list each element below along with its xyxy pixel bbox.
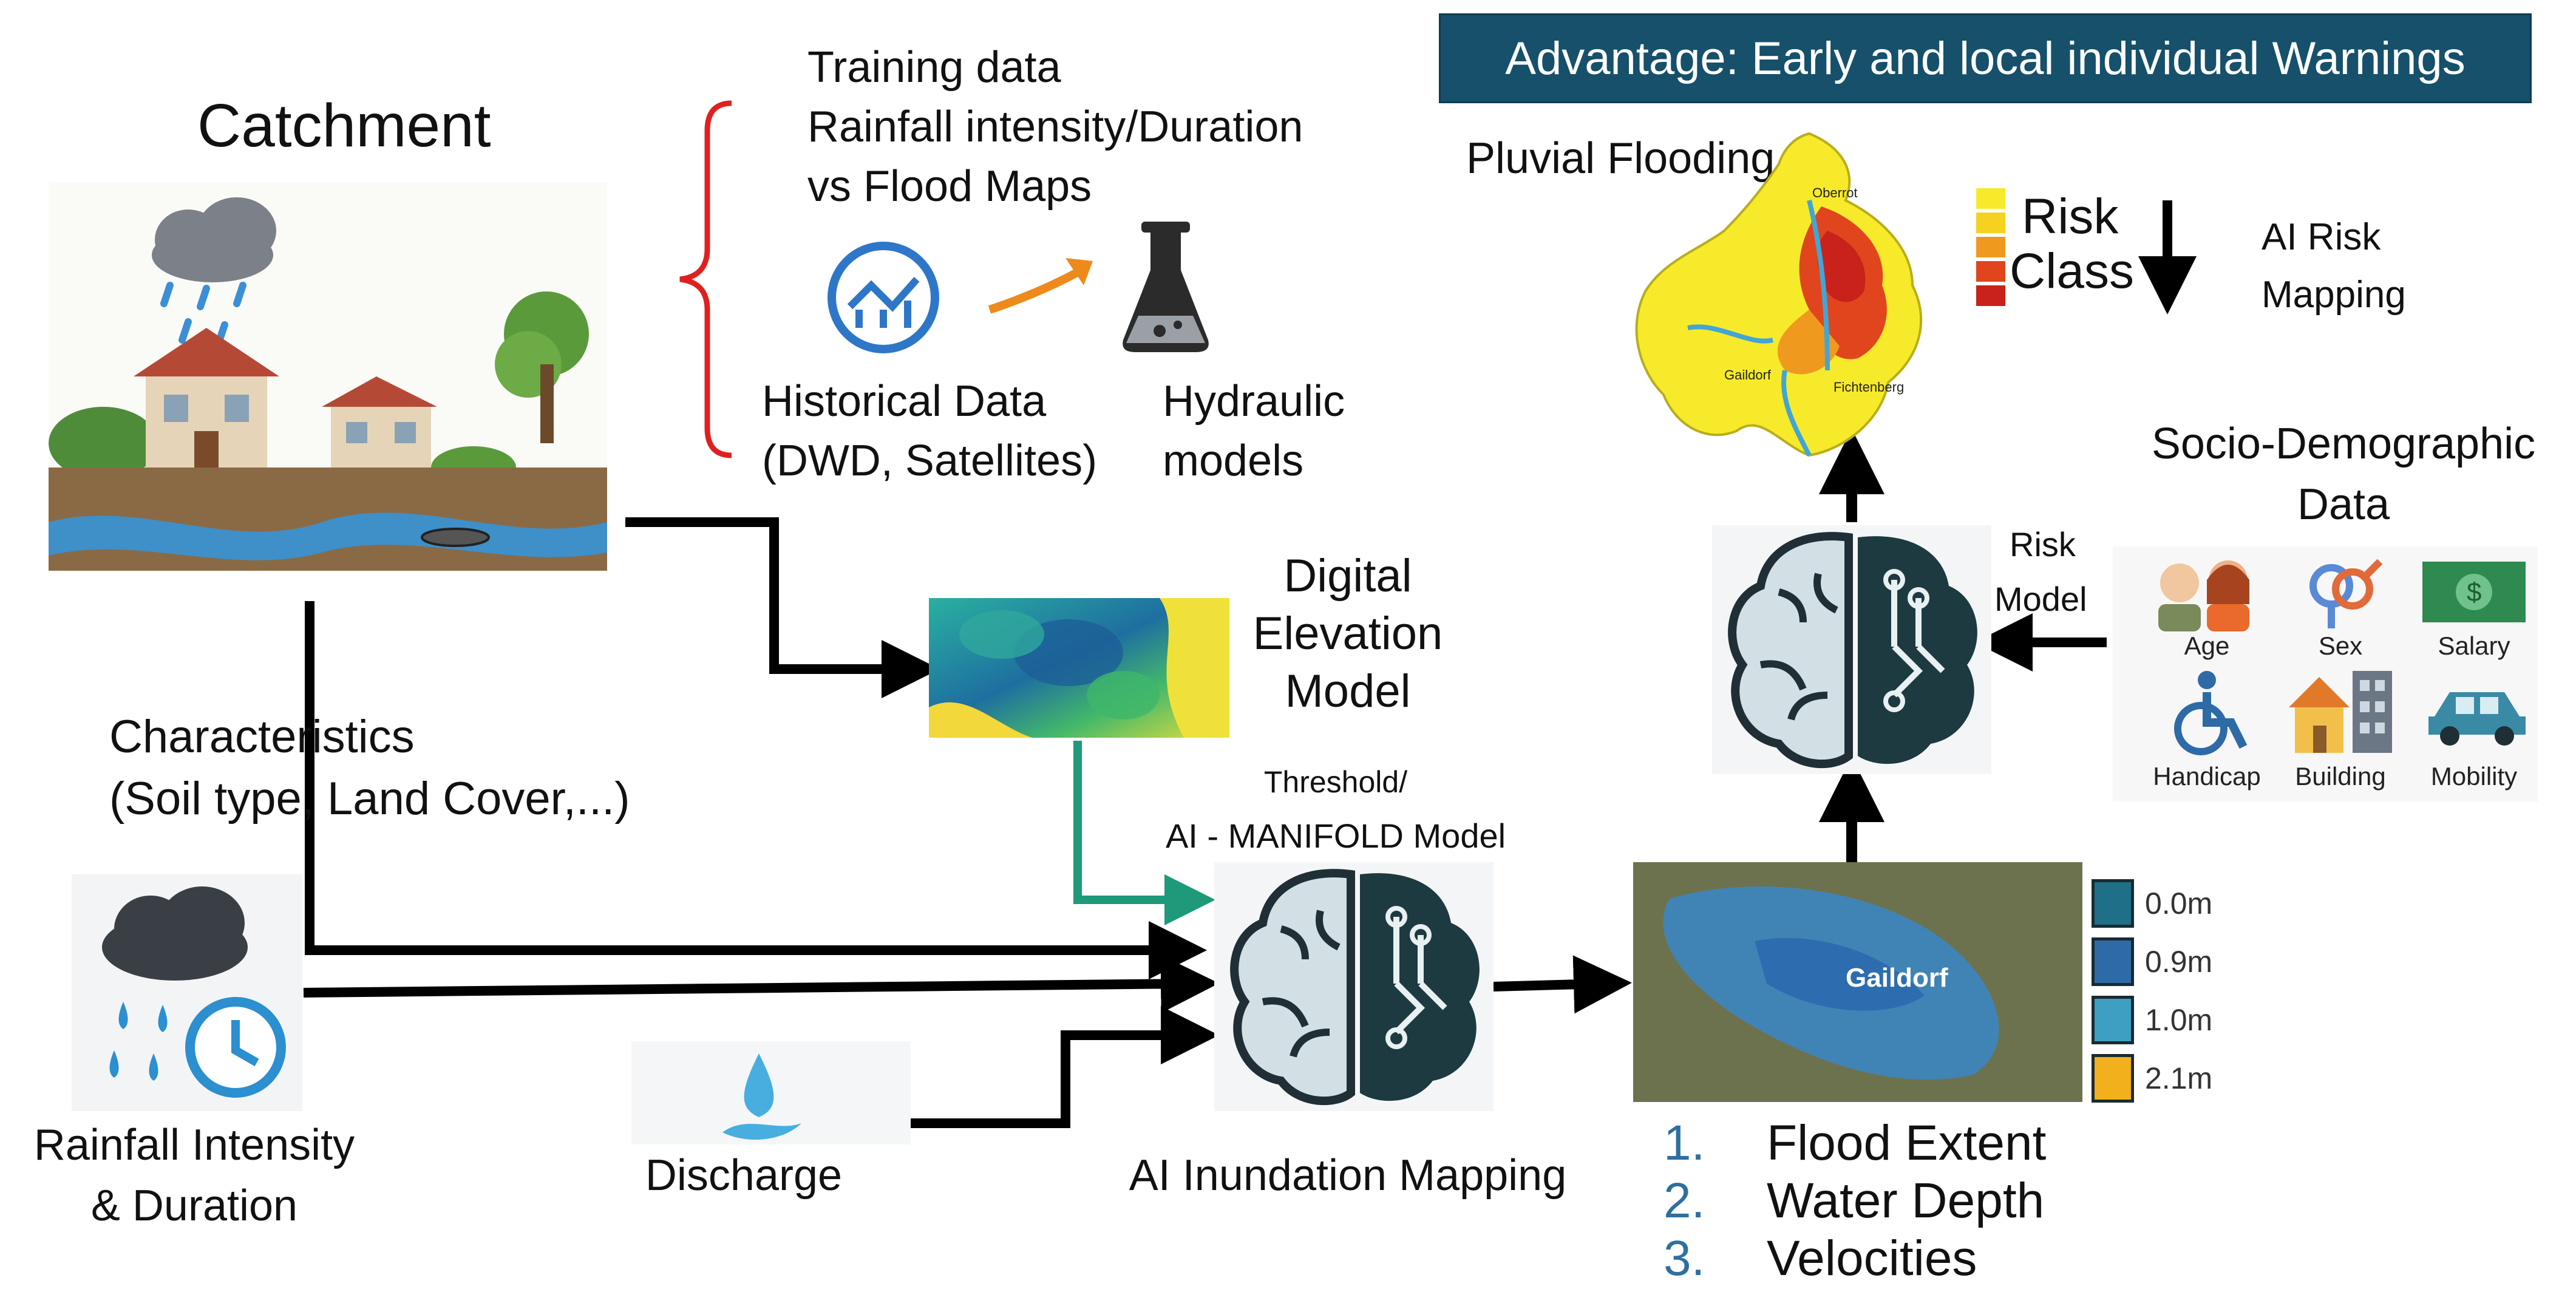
socio-item-building: Building — [2295, 762, 2386, 791]
chart-analytics-icon — [828, 242, 939, 353]
ai-model-brain-icon — [1214, 862, 1494, 1111]
socio-item-age: Age — [2184, 631, 2230, 660]
flask-icon — [1123, 222, 1209, 352]
orange-arrow — [988, 263, 1089, 314]
pluvial-title: Pluvial Flooding — [1466, 134, 1775, 183]
hydraulic-line1: Hydraulic — [1163, 377, 1345, 426]
outputs-list: 1.Flood Extent 2.Water Depth 3.Velocitie… — [1664, 1114, 2046, 1287]
water-drop-icon — [631, 1041, 911, 1144]
hydraulic-line2: models — [1163, 437, 1304, 485]
training-line1: Training data — [807, 43, 1061, 92]
depth-label: 2.1m — [2145, 1061, 2213, 1095]
place-label: Gaildorf — [1724, 367, 1772, 383]
socio-line2: Data — [2297, 480, 2390, 529]
age-icon — [2158, 560, 2249, 631]
arrow-dem-to-model — [1073, 741, 1215, 925]
catchment-title: Catchment — [197, 92, 491, 160]
risk-swatch — [1976, 213, 2005, 233]
catchment-illustration — [49, 182, 607, 571]
arrow-catchment-to-model — [305, 601, 1207, 979]
risk-class-line2: Class — [2010, 243, 2135, 299]
arrow-rainfall-to-model — [303, 954, 1219, 1013]
dem-line3: Model — [1285, 665, 1411, 717]
depth-swatch — [2092, 937, 2134, 986]
output-item: 2.Water Depth — [1664, 1173, 2045, 1229]
building-icon — [2289, 671, 2392, 753]
model-caption: AI Inundation Mapping — [1129, 1151, 1567, 1200]
risk-class-line1: Risk — [2022, 189, 2119, 244]
svg-text:$: $ — [2467, 577, 2481, 607]
rainfall-line2: & Duration — [90, 1182, 298, 1230]
arrow-discharge-to-model — [911, 1006, 1219, 1128]
socio-line1: Socio-Demographic — [2151, 420, 2536, 468]
dem-line1: Digital — [1283, 550, 1412, 602]
model-line2: AI - MANIFOLD Model — [1165, 817, 1506, 855]
risk-model-line1: Risk — [2010, 525, 2076, 563]
depth-legend-item: 0.9m — [2092, 933, 2212, 991]
risk-swatch — [1976, 261, 2005, 282]
depth-legend-item: 0.0m — [2092, 874, 2212, 933]
training-line2: Rainfall intensity/Duration — [807, 103, 1303, 151]
flood-extent-map: Gaildorf — [1633, 862, 2082, 1102]
flood-map-town: Gaildorf — [1846, 963, 1948, 993]
discharge-label: Discharge — [645, 1151, 843, 1200]
historical-line1: Historical Data — [762, 377, 1047, 426]
socio-item-mobility: Mobility — [2430, 762, 2518, 791]
rain-cloud-icon — [152, 197, 276, 347]
model-line1: Threshold/ — [1263, 765, 1408, 799]
arrow-model-to-floodmap — [1493, 955, 1632, 1014]
socio-item-sex: Sex — [2318, 631, 2363, 660]
salary-icon: $ — [2422, 562, 2526, 622]
socio-item-salary: Salary — [2438, 631, 2510, 660]
risk-swatch — [1976, 237, 2005, 257]
output-item: 3.Velocities — [1664, 1231, 1977, 1287]
advantage-banner: Advantage: Early and local individual Wa… — [1439, 13, 2532, 103]
historical-line2: (DWD, Satellites) — [762, 437, 1098, 485]
wheelchair-icon — [2174, 671, 2248, 755]
characteristics-line2: (Soil type, Land Cover,...) — [109, 773, 630, 825]
depth-label: 0.0m — [2145, 886, 2213, 920]
training-line3: vs Flood Maps — [807, 162, 1092, 211]
arrow-catchment-to-dem — [625, 517, 940, 698]
car-icon — [2428, 692, 2526, 746]
place-label: Fichtenberg — [1833, 379, 1904, 395]
depth-label: 1.0m — [2145, 1003, 2213, 1037]
depth-label: 0.9m — [2145, 945, 2213, 979]
depth-legend-item: 2.1m — [2092, 1049, 2212, 1107]
risk-model-brain-icon — [1712, 525, 1991, 774]
pluvial-risk-map: Oberrot Gaildorf Fichtenberg — [1635, 132, 1922, 457]
depth-swatch — [2092, 879, 2134, 928]
socio-item-handicap: Handicap — [2153, 762, 2261, 791]
training-brace — [679, 100, 732, 458]
risk-class-swatches — [1976, 188, 2005, 310]
place-label: Oberrot — [1812, 185, 1858, 200]
output-item: 1.Flood Extent — [1664, 1115, 2047, 1171]
dem-line2: Elevation — [1252, 608, 1443, 659]
socio-icons-panel: $ Age Sex Salary Handicap Building Mobil… — [2113, 546, 2538, 801]
depth-swatch — [2092, 1054, 2134, 1103]
depth-legend: 0.0m 0.9m 1.0m 2.1m — [2092, 874, 2212, 1107]
sex-icon — [2309, 559, 2383, 628]
risk-model-line2: Model — [1994, 580, 2087, 618]
ai-risk-line2: Mapping — [2262, 274, 2406, 316]
dem-map-image — [929, 598, 1229, 738]
rainfall-line1: Rainfall Intensity — [33, 1121, 355, 1169]
depth-swatch — [2092, 996, 2134, 1044]
characteristics-line1: Characteristics — [109, 711, 415, 763]
ai-risk-line1: AI Risk — [2262, 216, 2381, 258]
risk-swatch — [1976, 188, 2005, 209]
risk-swatch — [1976, 285, 2005, 306]
rain-clock-icon — [72, 874, 302, 1111]
depth-legend-item: 1.0m — [2092, 991, 2212, 1049]
